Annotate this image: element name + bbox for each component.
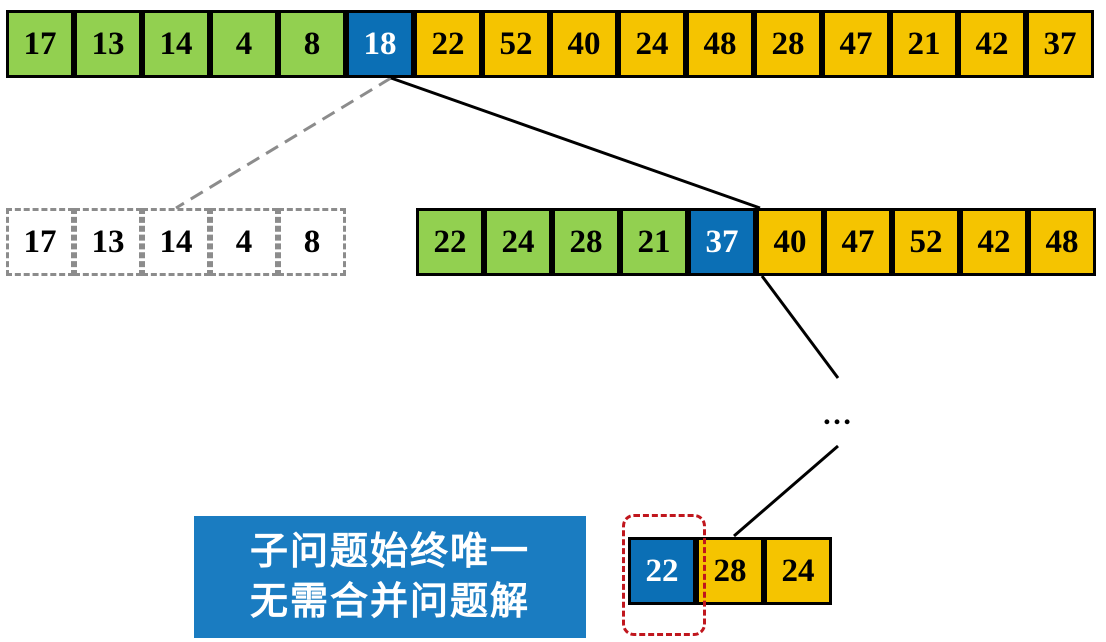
array-cell: 52 bbox=[892, 208, 960, 276]
array-cell: 42 bbox=[960, 208, 1028, 276]
array-cell: 24 bbox=[618, 10, 686, 78]
array-cell: 47 bbox=[824, 208, 892, 276]
array-cell: 22 bbox=[414, 10, 482, 78]
array-cell: 17 bbox=[6, 208, 74, 276]
note-box: 子问题始终唯一 无需合并问题解 bbox=[194, 516, 586, 638]
array-cell: 52 bbox=[482, 10, 550, 78]
array-cell: 21 bbox=[890, 10, 958, 78]
array-cell: 13 bbox=[74, 10, 142, 78]
array-cell: 42 bbox=[958, 10, 1026, 78]
array-cell: 37 bbox=[1026, 10, 1094, 78]
array-cell: 48 bbox=[686, 10, 754, 78]
pivot-cell: 18 bbox=[346, 10, 414, 78]
array-cell: 13 bbox=[74, 208, 142, 276]
dashed-connector bbox=[175, 76, 392, 210]
array-cell: 48 bbox=[1028, 208, 1096, 276]
array-cell: 40 bbox=[550, 10, 618, 78]
array-cell: 28 bbox=[754, 10, 822, 78]
connector-ellipsis-to-row3 bbox=[733, 444, 839, 538]
array-cell: 47 bbox=[822, 10, 890, 78]
connector-pivot-37-to-ellipsis bbox=[760, 275, 840, 379]
ellipsis: … bbox=[822, 398, 852, 431]
array-cell: 22 bbox=[416, 208, 484, 276]
array-cell: 28 bbox=[552, 208, 620, 276]
array-cell: 28 bbox=[696, 537, 764, 605]
array-cell: 40 bbox=[756, 208, 824, 276]
array-cell: 4 bbox=[210, 10, 278, 78]
pivot-highlight-box bbox=[622, 514, 706, 636]
pivot-cell: 22 bbox=[628, 537, 696, 605]
array-cell: 17 bbox=[6, 10, 74, 78]
array-cell: 24 bbox=[484, 208, 552, 276]
note-line-1: 子问题始终唯一 bbox=[249, 531, 530, 573]
array-cell: 4 bbox=[210, 208, 278, 276]
array-cell: 21 bbox=[620, 208, 688, 276]
pivot-cell: 37 bbox=[688, 208, 756, 276]
connector-pivot-18-to-row2 bbox=[390, 76, 761, 210]
array-cell: 14 bbox=[142, 208, 210, 276]
note-line-2: 无需合并问题解 bbox=[249, 581, 530, 623]
array-cell: 8 bbox=[278, 208, 346, 276]
array-cell: 24 bbox=[764, 537, 832, 605]
array-cell: 8 bbox=[278, 10, 346, 78]
array-cell: 14 bbox=[142, 10, 210, 78]
